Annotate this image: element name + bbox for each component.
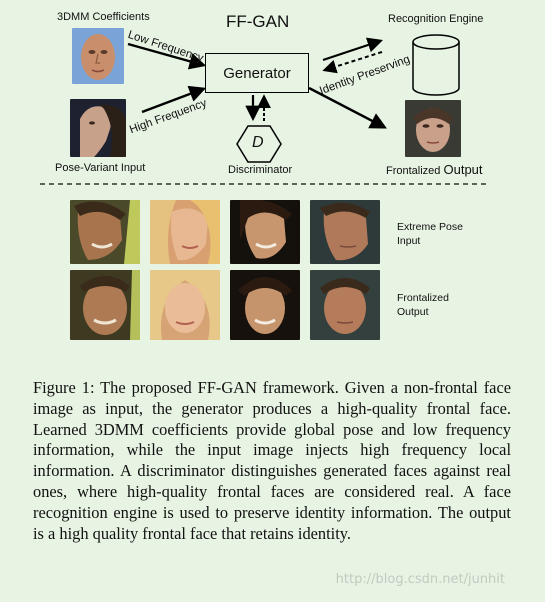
frontalized-face-4	[310, 270, 380, 340]
pose-input-face-3	[230, 200, 300, 264]
input-label: Pose-Variant Input	[55, 162, 146, 174]
row1-label-line2: Input	[397, 235, 421, 247]
frontalized-face-2	[150, 270, 220, 340]
diagram-title: FF-GAN	[226, 12, 290, 31]
3dmm-face-image	[72, 28, 124, 84]
row2-label-line2: Output	[397, 306, 429, 318]
frontalized-face-3	[230, 270, 300, 340]
recognition-engine-cylinder	[412, 34, 460, 96]
high-frequency-arrow	[141, 85, 207, 114]
frontalized-face-1	[70, 270, 140, 340]
pose-input-face-1	[70, 200, 140, 264]
generator-to-output-arrow	[308, 86, 387, 129]
pose-input-face-4	[310, 200, 380, 264]
discriminator-label: Discriminator	[228, 164, 293, 176]
pose-input-face-2	[150, 200, 220, 264]
figure-caption: Figure 1: The proposed FF-GAN framework.…	[33, 378, 511, 543]
watermark-text: http://blog.csdn.net/junhit	[335, 572, 505, 587]
row2-label-line1: Frontalized	[397, 292, 449, 304]
low-frequency-arrow	[127, 42, 207, 70]
frontalized-word: Frontalized	[386, 165, 441, 177]
identity-arrow-from-engine	[322, 51, 383, 74]
identity-arrow-to-engine	[322, 37, 383, 62]
frontalized-output-label: Frontalized Output	[386, 162, 483, 177]
discriminator-symbol: D	[252, 134, 264, 151]
recognition-engine-label: Recognition Engine	[388, 13, 484, 25]
coeff-label: 3DMM Coefficients	[57, 11, 150, 23]
discriminator-hexagon	[236, 125, 282, 163]
diagram-connectors	[40, 34, 488, 185]
pose-variant-input-image	[70, 99, 126, 157]
row1-label-line1: Extreme Pose	[397, 221, 463, 233]
frontalized-output-image	[405, 100, 461, 157]
generator-box: Generator	[205, 53, 309, 93]
output-word: Output	[443, 162, 483, 177]
